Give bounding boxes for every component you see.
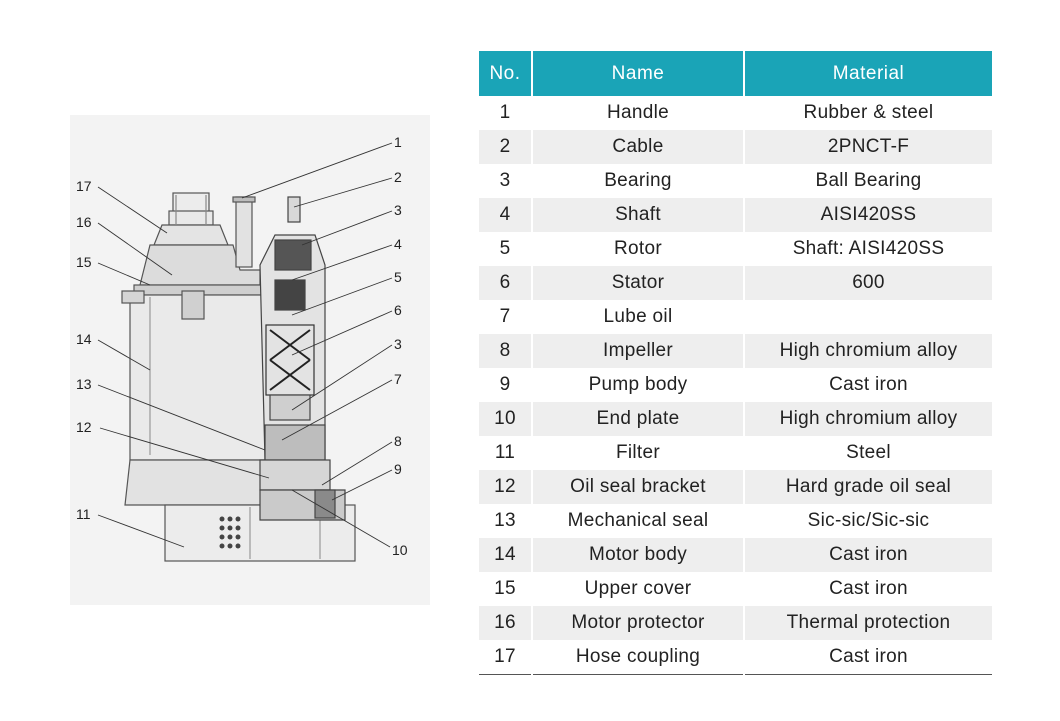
callout-label: 15 (76, 254, 92, 270)
cell-no: 8 (479, 334, 533, 368)
leader-lines (97, 142, 393, 548)
cell-name: End plate (532, 402, 745, 436)
header-no: No. (479, 51, 533, 96)
cross-section-shape (259, 196, 346, 521)
cell-name: Cable (532, 130, 745, 164)
callout-label: 17 (76, 178, 92, 194)
upper-cover-shape (133, 196, 267, 296)
callout-label: 10 (392, 542, 408, 558)
cell-no: 4 (479, 198, 533, 232)
cell-material: High chromium alloy (744, 402, 992, 436)
callout-label: 5 (394, 269, 402, 285)
cell-name: Hose coupling (532, 640, 745, 675)
cell-name: Stator (532, 266, 745, 300)
cell-name: Oil seal bracket (532, 470, 745, 504)
callout-label: 6 (394, 302, 402, 318)
cell-material: 600 (744, 266, 992, 300)
cell-material (744, 300, 992, 334)
callout-label: 11 (76, 506, 91, 522)
cell-no: 3 (479, 164, 533, 198)
callout-label: 12 (76, 419, 92, 435)
cell-no: 2 (479, 130, 533, 164)
callout-label: 7 (394, 371, 402, 387)
cell-name: Bearing (532, 164, 745, 198)
cell-no: 11 (479, 436, 533, 470)
cell-name: Rotor (532, 232, 745, 266)
table-header-row: No. Name Material (479, 51, 992, 96)
cell-no: 17 (479, 640, 533, 675)
cell-material: 2PNCT-F (744, 130, 992, 164)
cell-material: Cast iron (744, 640, 992, 675)
callout-label: 14 (76, 331, 92, 347)
cell-name: Pump body (532, 368, 745, 402)
cell-name: Motor body (532, 538, 745, 572)
callout-label: 3 (394, 202, 402, 218)
cell-name: Lube oil (532, 300, 745, 334)
cell-no: 10 (479, 402, 533, 436)
cell-no: 7 (479, 300, 533, 334)
cell-name: Impeller (532, 334, 745, 368)
cell-material: Cast iron (744, 368, 992, 402)
callout-label: 4 (394, 236, 402, 252)
cell-material: AISI420SS (744, 198, 992, 232)
cell-no: 16 (479, 606, 533, 640)
cell-no: 13 (479, 504, 533, 538)
cell-name: Shaft (532, 198, 745, 232)
callout-label: 16 (76, 214, 92, 230)
cell-no: 6 (479, 266, 533, 300)
callout-label: 2 (394, 169, 402, 185)
hose-coupling-shape (153, 192, 229, 246)
cell-material: High chromium alloy (744, 334, 992, 368)
cell-material: Cast iron (744, 572, 992, 606)
motor-body-shape (121, 290, 276, 506)
cell-material: Cast iron (744, 538, 992, 572)
callout-label: 1 (394, 134, 402, 150)
cell-name: Motor protector (532, 606, 745, 640)
cell-name: Filter (532, 436, 745, 470)
cell-name: Handle (532, 96, 745, 130)
cell-no: 14 (479, 538, 533, 572)
cell-material: Ball Bearing (744, 164, 992, 198)
callout-label: 13 (76, 376, 92, 392)
cell-no: 9 (479, 368, 533, 402)
cell-name: Upper cover (532, 572, 745, 606)
callout-label: 9 (394, 461, 402, 477)
callout-label: 3 (394, 336, 402, 352)
cell-material: Rubber & steel (744, 96, 992, 130)
header-name: Name (532, 51, 745, 96)
callout-label: 8 (394, 433, 402, 449)
pump-diagram: 1 2 3 4 5 6 3 7 8 9 10 11 12 13 14 15 16… (70, 115, 430, 605)
cell-material: Sic-sic/Sic-sic (744, 504, 992, 538)
header-material: Material (744, 51, 992, 96)
pump-cross-section-drawing: 1 2 3 4 5 6 3 7 8 9 10 11 12 13 14 15 16… (76, 134, 408, 562)
cell-material: Steel (744, 436, 992, 470)
cell-material: Thermal protection (744, 606, 992, 640)
cell-material: Hard grade oil seal (744, 470, 992, 504)
cell-no: 5 (479, 232, 533, 266)
cell-no: 12 (479, 470, 533, 504)
cell-material: Shaft: AISI420SS (744, 232, 992, 266)
cell-no: 15 (479, 572, 533, 606)
cell-name: Mechanical seal (532, 504, 745, 538)
cell-no: 1 (479, 96, 533, 130)
